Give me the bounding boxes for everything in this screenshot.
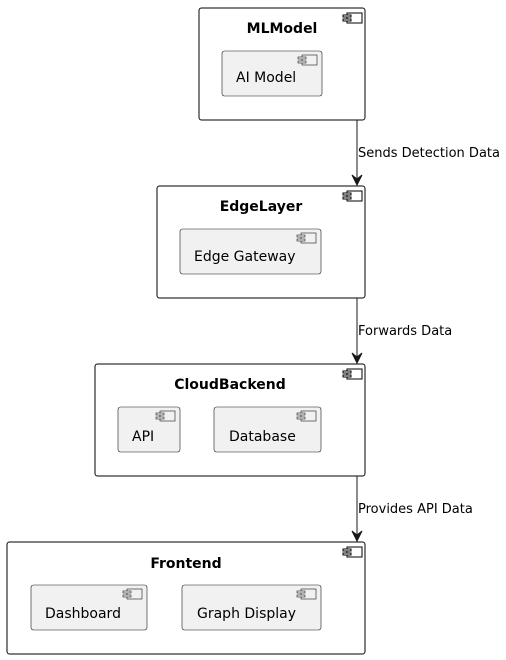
package-mlmodel: MLModel AI Model [198, 7, 366, 121]
component-api: API [117, 406, 181, 453]
package-title: MLModel [247, 21, 318, 37]
component-dashboard: Dashboard [30, 584, 148, 631]
package-title: Frontend [150, 556, 221, 572]
component-label: Dashboard [45, 606, 121, 622]
component-label: API [132, 429, 154, 445]
package-title: CloudBackend [174, 377, 286, 393]
component-label: Database [229, 429, 296, 445]
arrowhead-icon [351, 174, 363, 187]
component-label: AI Model [236, 70, 296, 86]
component-label: Edge Gateway [194, 249, 296, 265]
package-title: EdgeLayer [220, 199, 303, 215]
arrowhead-icon [351, 530, 363, 543]
component-graph-display: Graph Display [181, 584, 322, 631]
component-ai-model: AI Model [221, 50, 323, 97]
arrowhead-icon [351, 352, 363, 365]
component-database: Database [213, 406, 322, 453]
edge-cloudbackend-frontend: Provides API Data [351, 476, 473, 543]
package-frontend: Frontend Dashboard Graph Display [6, 541, 366, 655]
edge-mlmodel-edgelayer: Sends Detection Data [351, 120, 500, 187]
edge-label: Forwards Data [358, 324, 452, 339]
edge-label: Sends Detection Data [358, 146, 500, 161]
edge-edgelayer-cloudbackend: Forwards Data [351, 298, 452, 365]
component-label: Graph Display [197, 606, 296, 622]
package-cloudbackend: CloudBackend API Database [94, 363, 366, 477]
edge-label: Provides API Data [358, 502, 473, 517]
package-edgelayer: EdgeLayer Edge Gateway [156, 185, 366, 299]
component-edge-gateway: Edge Gateway [179, 228, 322, 275]
